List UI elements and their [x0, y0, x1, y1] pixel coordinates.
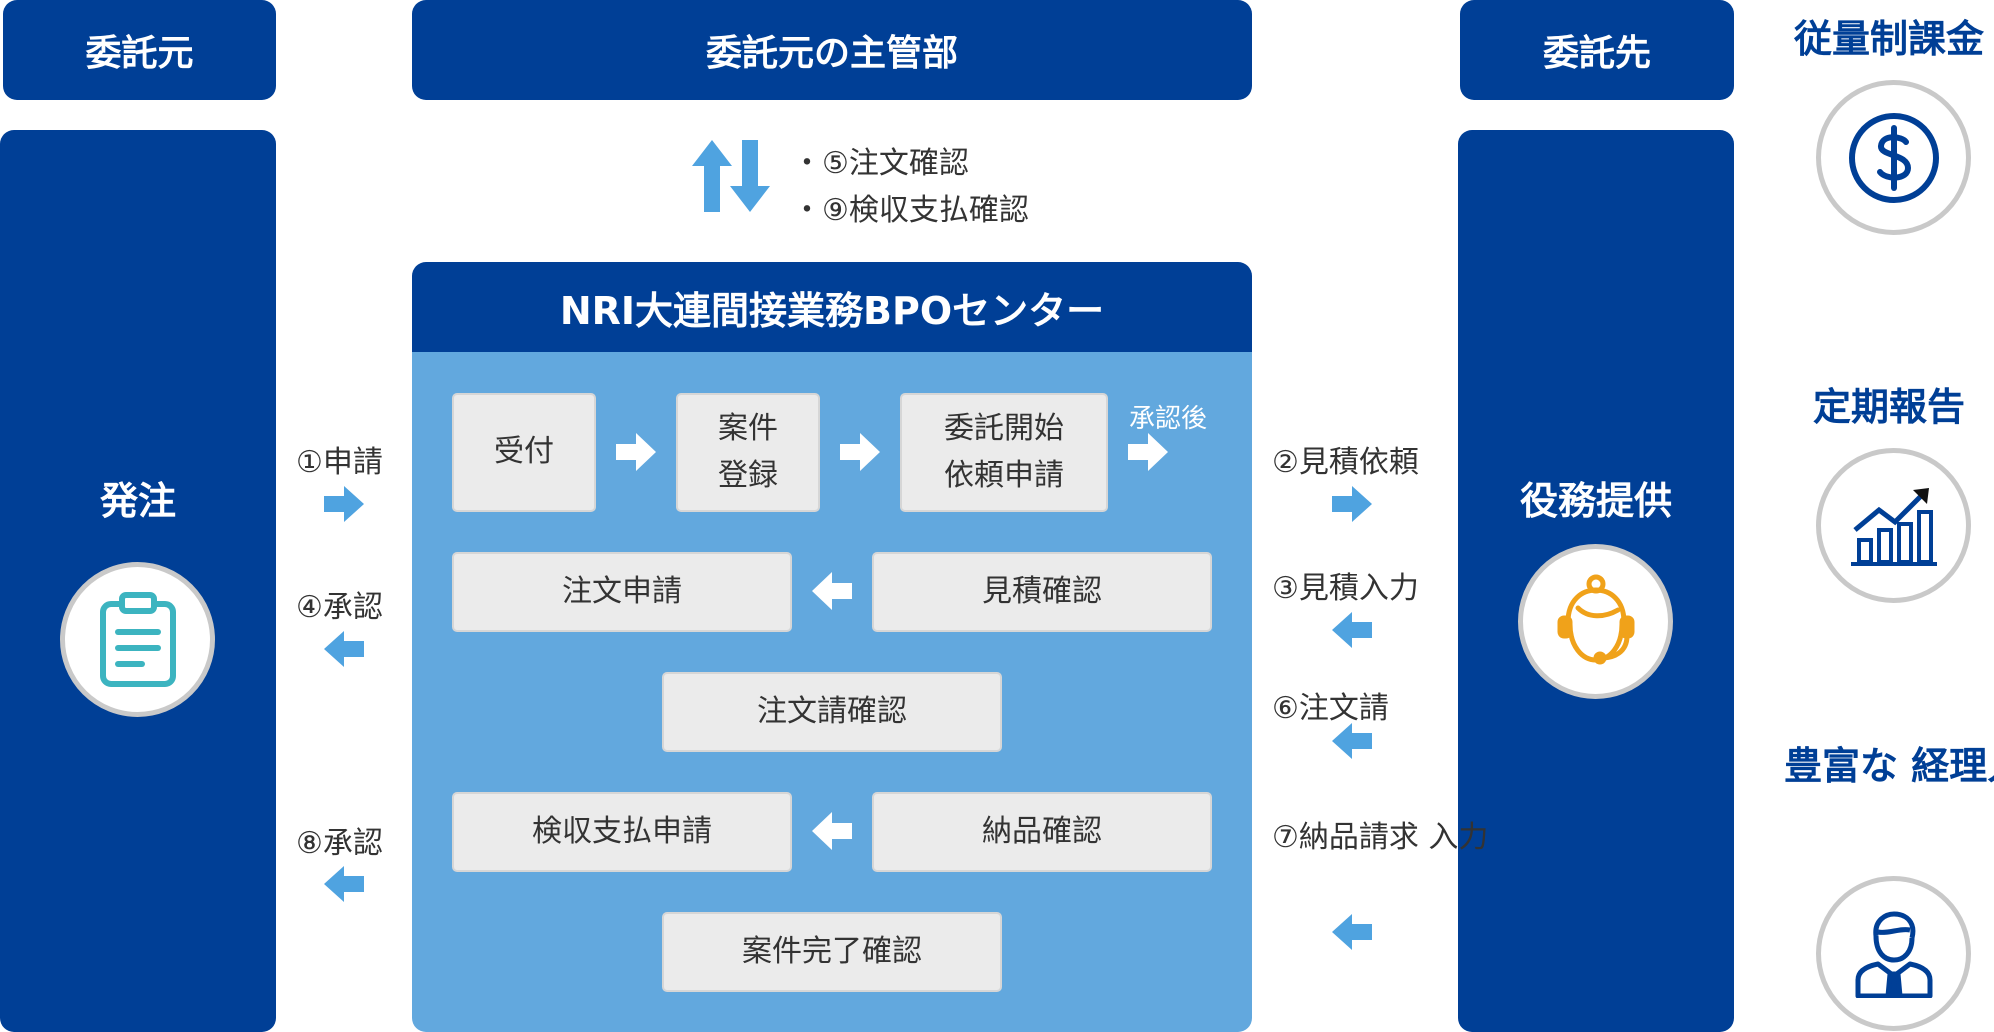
arrow-right-icon	[1332, 486, 1372, 522]
feature-regular-report-title: 定期報告	[1812, 385, 1965, 429]
flow-left-approval-4: ④承認	[296, 590, 383, 625]
step-consignment-start-request: 委託開始 依頼申請	[900, 393, 1108, 512]
arrow-left-icon	[1332, 723, 1372, 759]
service-column: 役務提供	[1458, 130, 1734, 1032]
step-estimate-confirm: 見積確認	[872, 552, 1212, 632]
bar-chart-trend-icon	[1849, 484, 1939, 568]
flow-right-order-acknowledgement: ⑥注文請	[1272, 691, 1389, 726]
up-down-arrows-icon	[692, 140, 770, 212]
step-order-acknowledgement-confirm: 注文請確認	[662, 672, 1002, 752]
arrow-right-icon	[324, 486, 364, 522]
arrow-right-icon	[1128, 433, 1168, 471]
header-consignor-dept: 委託元の主管部	[412, 0, 1252, 100]
step-case-registration: 案件 登録	[676, 393, 820, 512]
arrow-right-icon	[840, 433, 880, 471]
service-icon-circle	[1518, 544, 1673, 699]
step-inspection-payment-request: 検収支払申請	[452, 792, 792, 872]
dept-note-payment-confirm: ・⑨検収支払確認	[792, 193, 1029, 228]
arrow-left-icon	[812, 812, 852, 850]
dept-note-order-confirm: ・⑤注文確認	[792, 146, 969, 181]
order-title: 発注	[99, 479, 176, 523]
clipboard-icon	[98, 591, 178, 688]
arrow-right-icon	[616, 433, 656, 471]
step-order-request: 注文申請	[452, 552, 792, 632]
order-column: 発注	[0, 130, 276, 1032]
after-approval-label: 承認後	[1129, 404, 1208, 434]
dollar-coin-icon	[1846, 110, 1942, 206]
bpo-center-header: NRI大連間接業務BPOセンター	[412, 262, 1252, 352]
header-contractor: 委託先	[1460, 0, 1734, 100]
step-delivery-confirm: 納品確認	[872, 792, 1212, 872]
step-reception: 受付	[452, 393, 596, 512]
feature-metered-billing-title: 従量制課金	[1793, 17, 1984, 61]
arrow-left-icon	[812, 572, 852, 610]
flow-left-approval-8: ⑧承認	[296, 826, 383, 861]
feature-skilled-staff-circle	[1816, 876, 1971, 1031]
feature-metered-billing-circle	[1816, 80, 1971, 235]
service-title: 役務提供	[1519, 479, 1672, 523]
arrow-left-icon	[1332, 914, 1372, 950]
arrow-left-icon	[1332, 612, 1372, 648]
businessman-icon	[1852, 910, 1936, 998]
arrow-left-icon	[324, 631, 364, 667]
order-icon-circle	[60, 562, 215, 717]
flow-left-application: ①申請	[296, 445, 383, 480]
feature-regular-report-circle	[1816, 448, 1971, 603]
flow-right-delivery-invoice: ⑦納品請求 入力	[1272, 820, 1489, 855]
header-consignor: 委託元	[3, 0, 276, 100]
arrow-left-icon	[324, 866, 364, 902]
feature-skilled-staff-title: 豊富な 経理人材	[1784, 744, 1994, 788]
flow-right-estimate-request: ②見積依頼	[1272, 445, 1419, 480]
flow-right-estimate-input: ③見積入力	[1272, 571, 1419, 606]
step-case-completion-confirm: 案件完了確認	[662, 912, 1002, 992]
operator-headset-icon	[1548, 574, 1644, 670]
